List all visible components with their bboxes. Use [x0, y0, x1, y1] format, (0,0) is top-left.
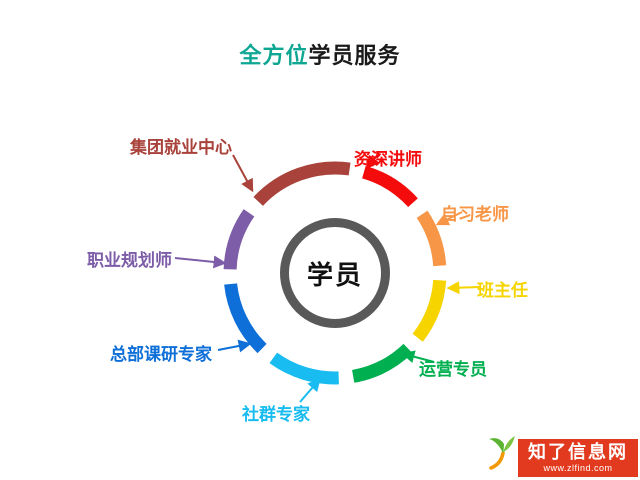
label-self-study-teacher: 自习老师 [441, 205, 509, 224]
label-group-employment-center: 集团就业中心 [130, 138, 232, 157]
zlfind-logo: 知了信息网 www.zlfind.com [488, 432, 638, 477]
connector-self-study-teacher [435, 211, 463, 226]
sprout-icon [488, 432, 516, 477]
arc-hq-course-research-expert [224, 283, 267, 354]
label-career-planner: 职业规划师 [87, 251, 172, 270]
arc-operations-specialist [351, 343, 413, 383]
label-head-teacher: 班主任 [477, 281, 528, 300]
connector-hq-course-research-expert [217, 339, 252, 353]
connector-senior-lecturer [366, 152, 380, 170]
center-label: 学员 [306, 259, 363, 290]
arc-head-teacher [412, 279, 447, 342]
logo-text-box: 知了信息网 www.zlfind.com [518, 439, 638, 477]
connector-head-teacher [446, 281, 481, 295]
title-rest: 学员服务 [308, 43, 401, 68]
label-senior-lecturer: 资深讲师 [354, 150, 422, 169]
arc-senior-lecturer [361, 165, 418, 208]
arc-community-expert [269, 352, 339, 385]
connector-operations-specialist [401, 350, 435, 363]
page-title: 全方位学员服务 [0, 38, 640, 70]
logo-url: www.zlfind.com [543, 463, 613, 473]
arc-career-planner [223, 209, 255, 270]
connector-career-planner [174, 255, 227, 269]
arc-self-study-teacher [416, 210, 447, 267]
label-operations-specialist: 运营专员 [419, 360, 487, 379]
connector-group-employment-center [232, 154, 254, 193]
connector-community-expert [299, 378, 321, 403]
logo-title: 知了信息网 [528, 442, 628, 463]
title-highlight: 全方位 [239, 43, 309, 68]
center-circle: 学员 [280, 218, 390, 328]
label-community-expert: 社群专家 [242, 405, 310, 424]
label-hq-course-research-expert: 总部课研专家 [110, 345, 212, 364]
arc-group-employment-center [253, 161, 351, 206]
